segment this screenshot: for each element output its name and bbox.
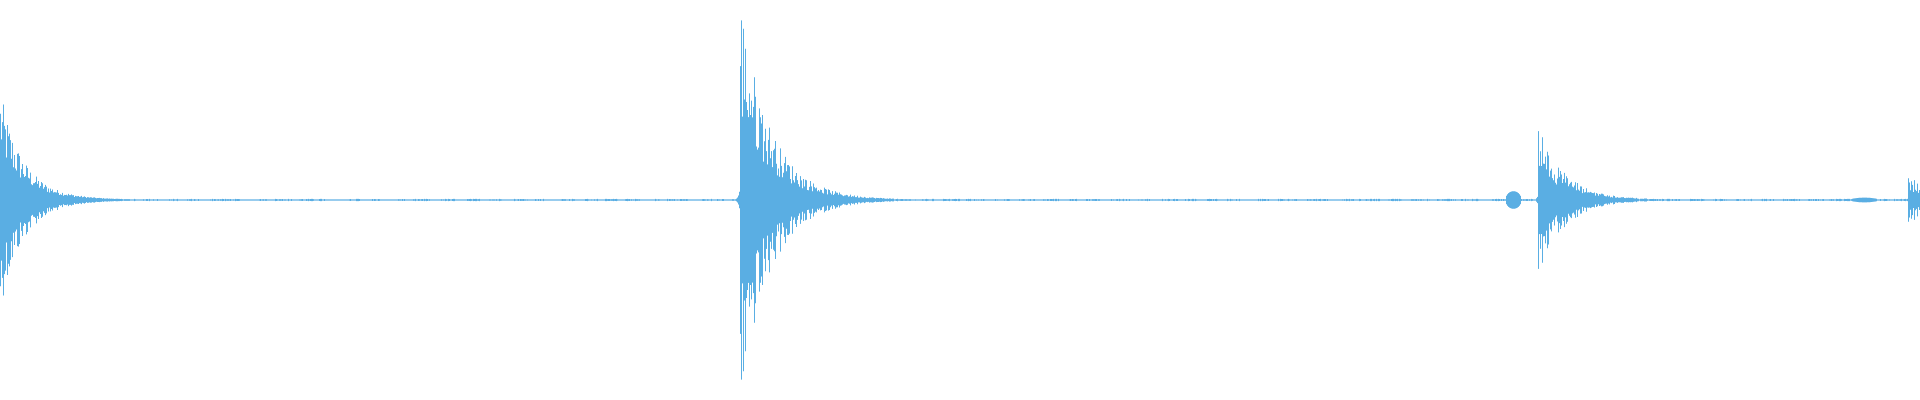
waveform-columns: [0, 20, 1920, 380]
